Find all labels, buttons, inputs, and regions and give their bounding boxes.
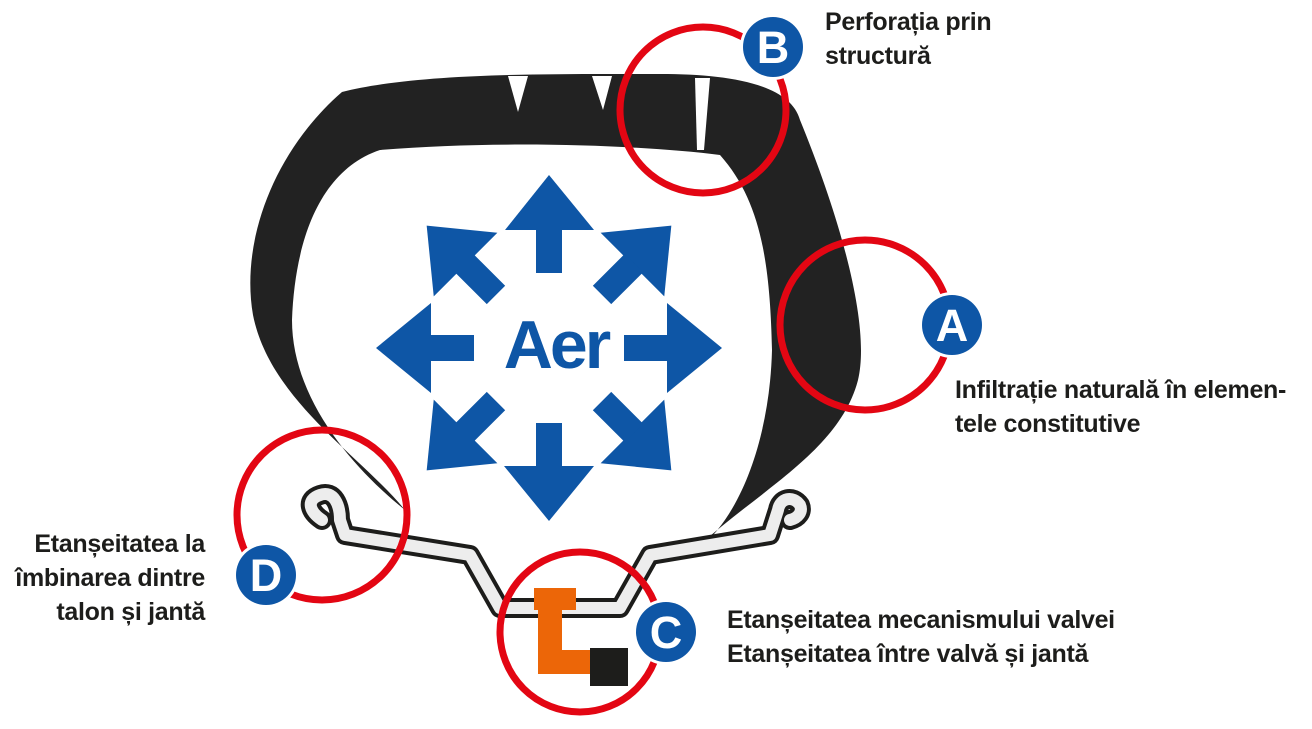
caption-c: Etanșeitatea mecanismului valvei Etanșei… <box>727 603 1115 671</box>
puncture-cut <box>695 78 710 150</box>
badge-letter: B <box>757 22 790 73</box>
badge-letter: D <box>250 550 283 601</box>
tire-section <box>250 73 861 548</box>
valve-elbow <box>538 650 592 674</box>
air-label: Aer <box>504 307 611 383</box>
badge-c: C <box>633 599 699 665</box>
air-pressure-arrows <box>376 175 722 521</box>
caption-line: Perforația prin <box>825 8 992 36</box>
valve-top <box>534 588 576 610</box>
badge-d: D <box>233 542 299 608</box>
caption-line: tele constitutive <box>955 410 1141 438</box>
caption-line: structură <box>825 42 931 70</box>
tread-groove <box>508 76 528 112</box>
caption-line: talon și jantă <box>56 598 205 626</box>
valve <box>534 588 628 686</box>
arrow-up-right <box>592 225 672 305</box>
valve-cap <box>590 648 628 686</box>
tread-groove <box>592 76 612 110</box>
caption-line: Etanșeitatea la <box>34 530 205 558</box>
arrow-down-left <box>426 391 506 471</box>
caption-d: Etanșeitatea la îmbinarea dintre talon ș… <box>15 527 205 629</box>
valve-stem <box>538 608 562 658</box>
caption-line: îmbinarea dintre <box>15 564 205 592</box>
caption-line: Infiltrație naturală în elemen- <box>955 376 1287 404</box>
badge-letter: A <box>936 300 969 351</box>
arrow-up <box>505 175 594 273</box>
highlight-circle-d <box>233 426 411 604</box>
caption-line: Etanșeitatea între valvă și jantă <box>727 640 1089 668</box>
caption-b: Perforația prin structură <box>825 5 992 73</box>
caption-a: Infiltrație naturală în elemen- tele con… <box>955 373 1286 441</box>
badge-b: B <box>740 14 806 80</box>
arrow-up-left <box>426 225 506 305</box>
arrow-left <box>376 303 474 393</box>
caption-line: Etanșeitatea mecanismului valvei <box>727 606 1115 634</box>
highlight-circle-b <box>616 23 790 197</box>
arrow-down-right <box>592 391 672 471</box>
arrow-right <box>624 303 722 393</box>
badge-letter: C <box>650 607 683 658</box>
arrow-down <box>504 423 594 521</box>
badge-a: A <box>919 292 985 358</box>
